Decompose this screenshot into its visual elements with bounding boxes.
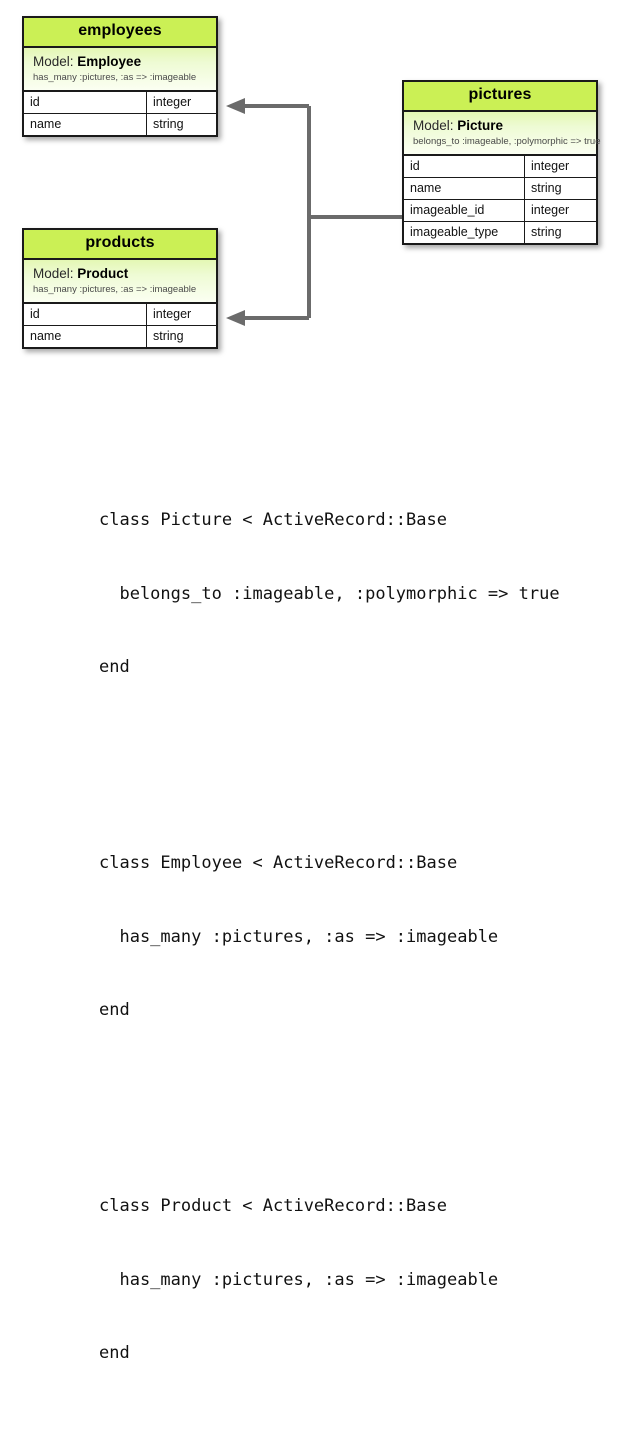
er-table-title: pictures bbox=[404, 82, 596, 112]
er-column-type: integer bbox=[531, 202, 570, 217]
er-column-row: id integer bbox=[24, 303, 216, 325]
er-model-label: Model: bbox=[33, 265, 74, 281]
er-column-row: imageable_type string bbox=[404, 220, 596, 243]
er-column-list: id integer name string bbox=[24, 91, 216, 135]
er-column-name: imageable_type bbox=[404, 221, 525, 243]
code-block-employee: class Employee < ActiveRecord::Base has_… bbox=[99, 802, 619, 1072]
er-column-type: integer bbox=[531, 158, 570, 173]
code-listing: class Picture < ActiveRecord::Base belon… bbox=[99, 410, 619, 1439]
er-column-row: name string bbox=[24, 112, 216, 135]
er-column-type: string bbox=[153, 328, 184, 343]
er-column-row: id integer bbox=[404, 155, 596, 177]
er-column-type: string bbox=[153, 116, 184, 131]
er-model-association: has_many :pictures, :as => :imageable bbox=[33, 284, 197, 296]
code-line: class Employee < ActiveRecord::Base bbox=[99, 853, 458, 873]
arrowhead-products bbox=[226, 310, 245, 326]
er-model-name: Product bbox=[77, 265, 129, 281]
er-table-products: products Model: Product has_many :pictur… bbox=[22, 228, 218, 349]
er-table-title: products bbox=[24, 230, 216, 260]
er-model-label: Model: bbox=[33, 53, 74, 69]
code-line: class Picture < ActiveRecord::Base bbox=[99, 510, 447, 530]
code-line: end bbox=[99, 1000, 130, 1020]
er-column-type: integer bbox=[153, 306, 192, 321]
code-block-picture: class Picture < ActiveRecord::Base belon… bbox=[99, 459, 619, 729]
code-line: class Product < ActiveRecord::Base bbox=[99, 1196, 447, 1216]
er-model-section: Model: Picture belongs_to :imageable, :p… bbox=[404, 111, 601, 156]
arrowhead-employees bbox=[226, 98, 245, 114]
er-column-name: id bbox=[24, 303, 147, 325]
er-column-name: imageable_id bbox=[404, 199, 525, 221]
er-column-name: id bbox=[24, 91, 147, 113]
er-column-type: string bbox=[531, 224, 562, 239]
er-diagram: employees Model: Employee has_many :pict… bbox=[0, 0, 641, 385]
er-column-name: name bbox=[24, 113, 147, 135]
code-block-product: class Product < ActiveRecord::Base has_m… bbox=[99, 1145, 619, 1415]
er-model-name: Employee bbox=[77, 53, 142, 69]
er-model-association: belongs_to :imageable, :polymorphic => t… bbox=[413, 136, 601, 148]
er-column-list: id integer name string bbox=[24, 303, 216, 347]
er-column-row: imageable_id integer bbox=[404, 198, 596, 221]
er-column-name: name bbox=[404, 177, 525, 199]
code-line: end bbox=[99, 1343, 130, 1363]
code-line: has_many :pictures, :as => :imageable bbox=[99, 1269, 499, 1290]
er-model-line: Model: Product bbox=[33, 266, 208, 282]
er-model-name: Picture bbox=[457, 117, 504, 133]
er-column-type: string bbox=[531, 180, 562, 195]
er-column-type: integer bbox=[153, 94, 192, 109]
code-line: end bbox=[99, 657, 130, 677]
er-model-association: has_many :pictures, :as => :imageable bbox=[33, 72, 197, 84]
er-column-list: id integer name string imageable_id inte… bbox=[404, 155, 596, 243]
er-model-section: Model: Product has_many :pictures, :as =… bbox=[24, 259, 216, 304]
er-model-section: Model: Employee has_many :pictures, :as … bbox=[24, 47, 216, 92]
er-column-name: name bbox=[24, 325, 147, 347]
er-model-line: Model: Picture bbox=[413, 118, 588, 134]
er-model-label: Model: bbox=[413, 117, 454, 133]
er-table-pictures: pictures Model: Picture belongs_to :imag… bbox=[402, 80, 601, 245]
er-column-name: id bbox=[404, 155, 525, 177]
code-line: has_many :pictures, :as => :imageable bbox=[99, 926, 499, 947]
er-table-title: employees bbox=[24, 18, 216, 48]
code-line: belongs_to :imageable, :polymorphic => t… bbox=[99, 583, 560, 604]
er-column-row: id integer bbox=[24, 91, 216, 113]
er-table-employees: employees Model: Employee has_many :pict… bbox=[22, 16, 218, 137]
er-column-row: name string bbox=[404, 176, 596, 199]
er-column-row: name string bbox=[24, 324, 216, 347]
er-model-line: Model: Employee bbox=[33, 54, 208, 70]
